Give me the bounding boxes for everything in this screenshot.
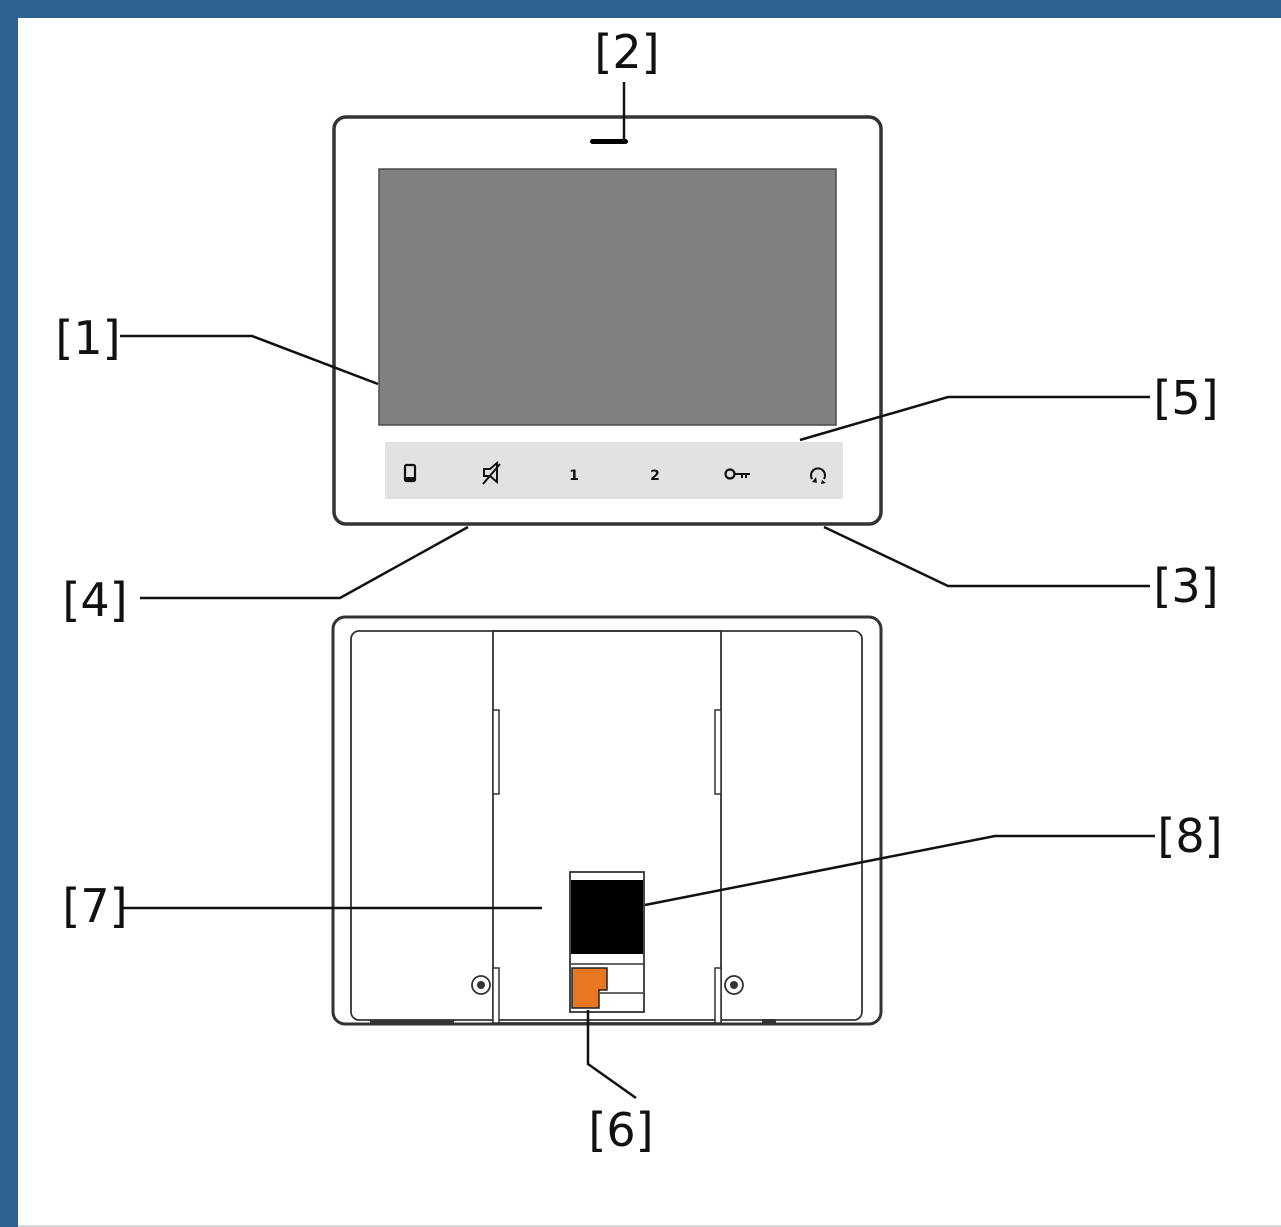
bracket-hook-left [492, 709, 500, 795]
handset-icon-base [405, 477, 415, 481]
frame-top-border [0, 0, 1281, 18]
screw-left [471, 975, 491, 995]
button-handset[interactable] [403, 463, 417, 483]
mute-slash [482, 463, 501, 485]
button-intercom[interactable] [810, 467, 826, 484]
bottom-foot-left [370, 1020, 454, 1025]
button-1-label: 1 [569, 468, 579, 484]
bracket-clip-right [714, 967, 722, 1024]
bottom-foot-right [762, 1019, 776, 1024]
leader-1 [120, 334, 379, 386]
leader-4 [140, 525, 469, 600]
display-screen [378, 168, 837, 426]
callout-8: [8] [1157, 809, 1222, 863]
connector-port [571, 880, 643, 954]
button-2-label: 2 [650, 468, 660, 484]
callout-labels: [2] [1] [5] [4] [3] [8] [7] [6] [55, 25, 1222, 1157]
callout-4: [4] [62, 573, 127, 627]
callout-1: [1] [55, 311, 120, 365]
screw-right [724, 975, 744, 995]
back-view [331, 615, 883, 1026]
callout-3: [3] [1153, 559, 1218, 613]
front-view: 1 2 [332, 115, 883, 526]
mute-icon [483, 460, 498, 485]
button-key[interactable] [724, 468, 751, 480]
key-icon-shaft [734, 473, 750, 478]
bracket-hook-right [714, 709, 722, 795]
intercom-icon-handset [812, 477, 826, 484]
leader-8 [644, 834, 1155, 907]
callout-7: [7] [62, 879, 127, 933]
frame-left-border [0, 0, 18, 1227]
callout-5: [5] [1153, 371, 1218, 425]
front-housing [332, 115, 883, 526]
back-housing-outer [331, 615, 883, 1026]
leader-6 [586, 1010, 637, 1100]
terminal-block [571, 967, 608, 1009]
bracket-clip-left [492, 967, 500, 1024]
frame-bottom-border [18, 1225, 1281, 1227]
microphone-slot [590, 139, 628, 144]
button-mute[interactable] [482, 460, 501, 485]
button-strip [385, 442, 843, 499]
callout-2: [2] [594, 25, 659, 79]
leader-lines [120, 82, 1155, 1100]
callout-6: [6] [588, 1103, 653, 1157]
button-2[interactable]: 2 [650, 468, 660, 484]
leader-5 [799, 395, 1150, 442]
intercom-icon [810, 467, 826, 480]
leader-3 [823, 525, 1150, 588]
wall-bracket [492, 630, 722, 1024]
button-1[interactable]: 1 [569, 468, 579, 484]
